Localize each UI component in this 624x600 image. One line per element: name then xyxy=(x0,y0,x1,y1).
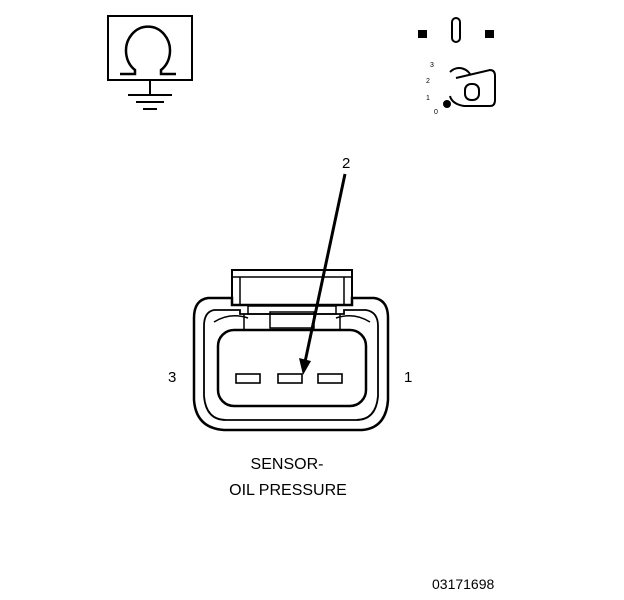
pin-1-label: 1 xyxy=(404,369,413,386)
caption-line-2: OIL PRESSURE xyxy=(229,482,347,499)
ignition-key-off-icon xyxy=(418,17,496,108)
pin-3-slot xyxy=(235,373,261,384)
ohmmeter-ground-icon xyxy=(107,15,193,110)
figure-id: 03171698 xyxy=(432,576,495,592)
oil-pressure-sensor-connector xyxy=(192,269,390,432)
callout-pin-2-label: 2 xyxy=(342,155,350,172)
ignition-position-label: 0 xyxy=(434,109,438,116)
caption-line-1: SENSOR- xyxy=(250,456,324,473)
pin-3-label: 3 xyxy=(168,369,177,386)
pin-1-slot xyxy=(317,373,343,384)
pin-2-slot xyxy=(277,373,303,384)
ignition-position-label: 2 xyxy=(426,78,430,85)
callout-arrow xyxy=(299,173,347,375)
ignition-position-label: 1 xyxy=(426,95,430,102)
ignition-position-label: 3 xyxy=(430,62,434,69)
